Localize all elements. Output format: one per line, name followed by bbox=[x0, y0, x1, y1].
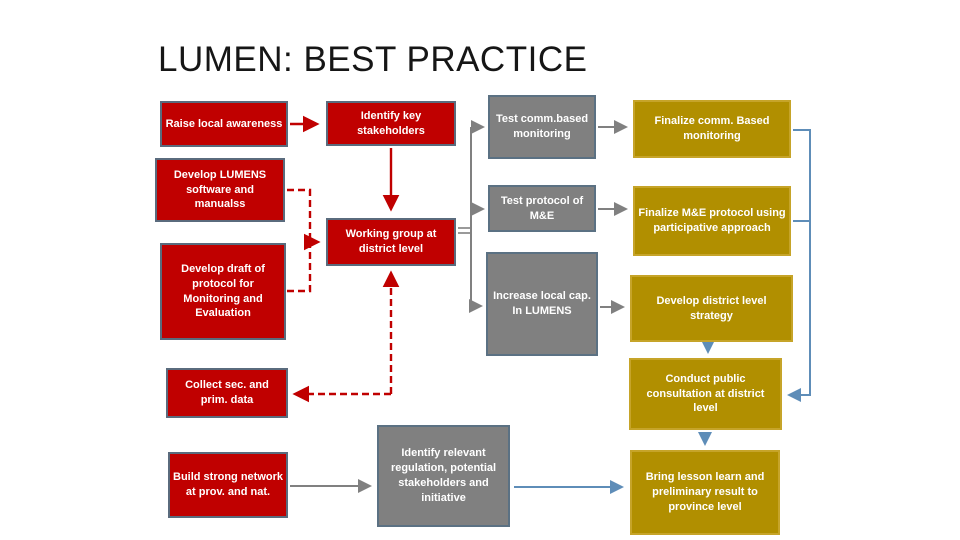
box-bring-lesson-learn: Bring lesson learn and preliminary resul… bbox=[630, 450, 780, 535]
box-identify-relevant-regulation: Identify relevant regulation, potential … bbox=[377, 425, 510, 527]
box-test-protocol-me: Test protocol of M&E bbox=[488, 185, 596, 232]
dashed-lumens-to-workinggroup bbox=[287, 188, 312, 242]
box-finalize-me-protocol: Finalize M&E protocol using participativ… bbox=[633, 186, 791, 256]
box-working-group-district: Working group at district level bbox=[326, 218, 456, 266]
box-identify-key-stakeholders: Identify key stakeholders bbox=[326, 101, 456, 146]
box-conduct-public-consultation: Conduct public consultation at district … bbox=[629, 358, 782, 430]
box-raise-local-awareness: Raise local awareness bbox=[160, 101, 288, 147]
box-collect-data: Collect sec. and prim. data bbox=[166, 368, 288, 418]
slide-title: LUMEN: BEST PRACTICE bbox=[158, 40, 588, 79]
blue-elbow-finalizecomm-to-conduct bbox=[787, 129, 811, 402]
box-develop-draft-protocol: Develop draft of protocol for Monitoring… bbox=[160, 243, 286, 340]
box-finalize-comm-based-monitoring: Finalize comm. Based monitoring bbox=[633, 100, 791, 158]
box-develop-district-strategy: Develop district level strategy bbox=[630, 275, 793, 342]
dashed-draft-to-workinggroup bbox=[287, 242, 312, 293]
box-develop-lumens-software: Develop LUMENS software and manualss bbox=[155, 158, 285, 222]
box-increase-local-cap: Increase local cap. In LUMENS bbox=[486, 252, 598, 356]
box-test-comm-based-monitoring: Test comm.based monitoring bbox=[488, 95, 596, 159]
box-build-strong-network: Build strong network at prov. and nat. bbox=[168, 452, 288, 518]
